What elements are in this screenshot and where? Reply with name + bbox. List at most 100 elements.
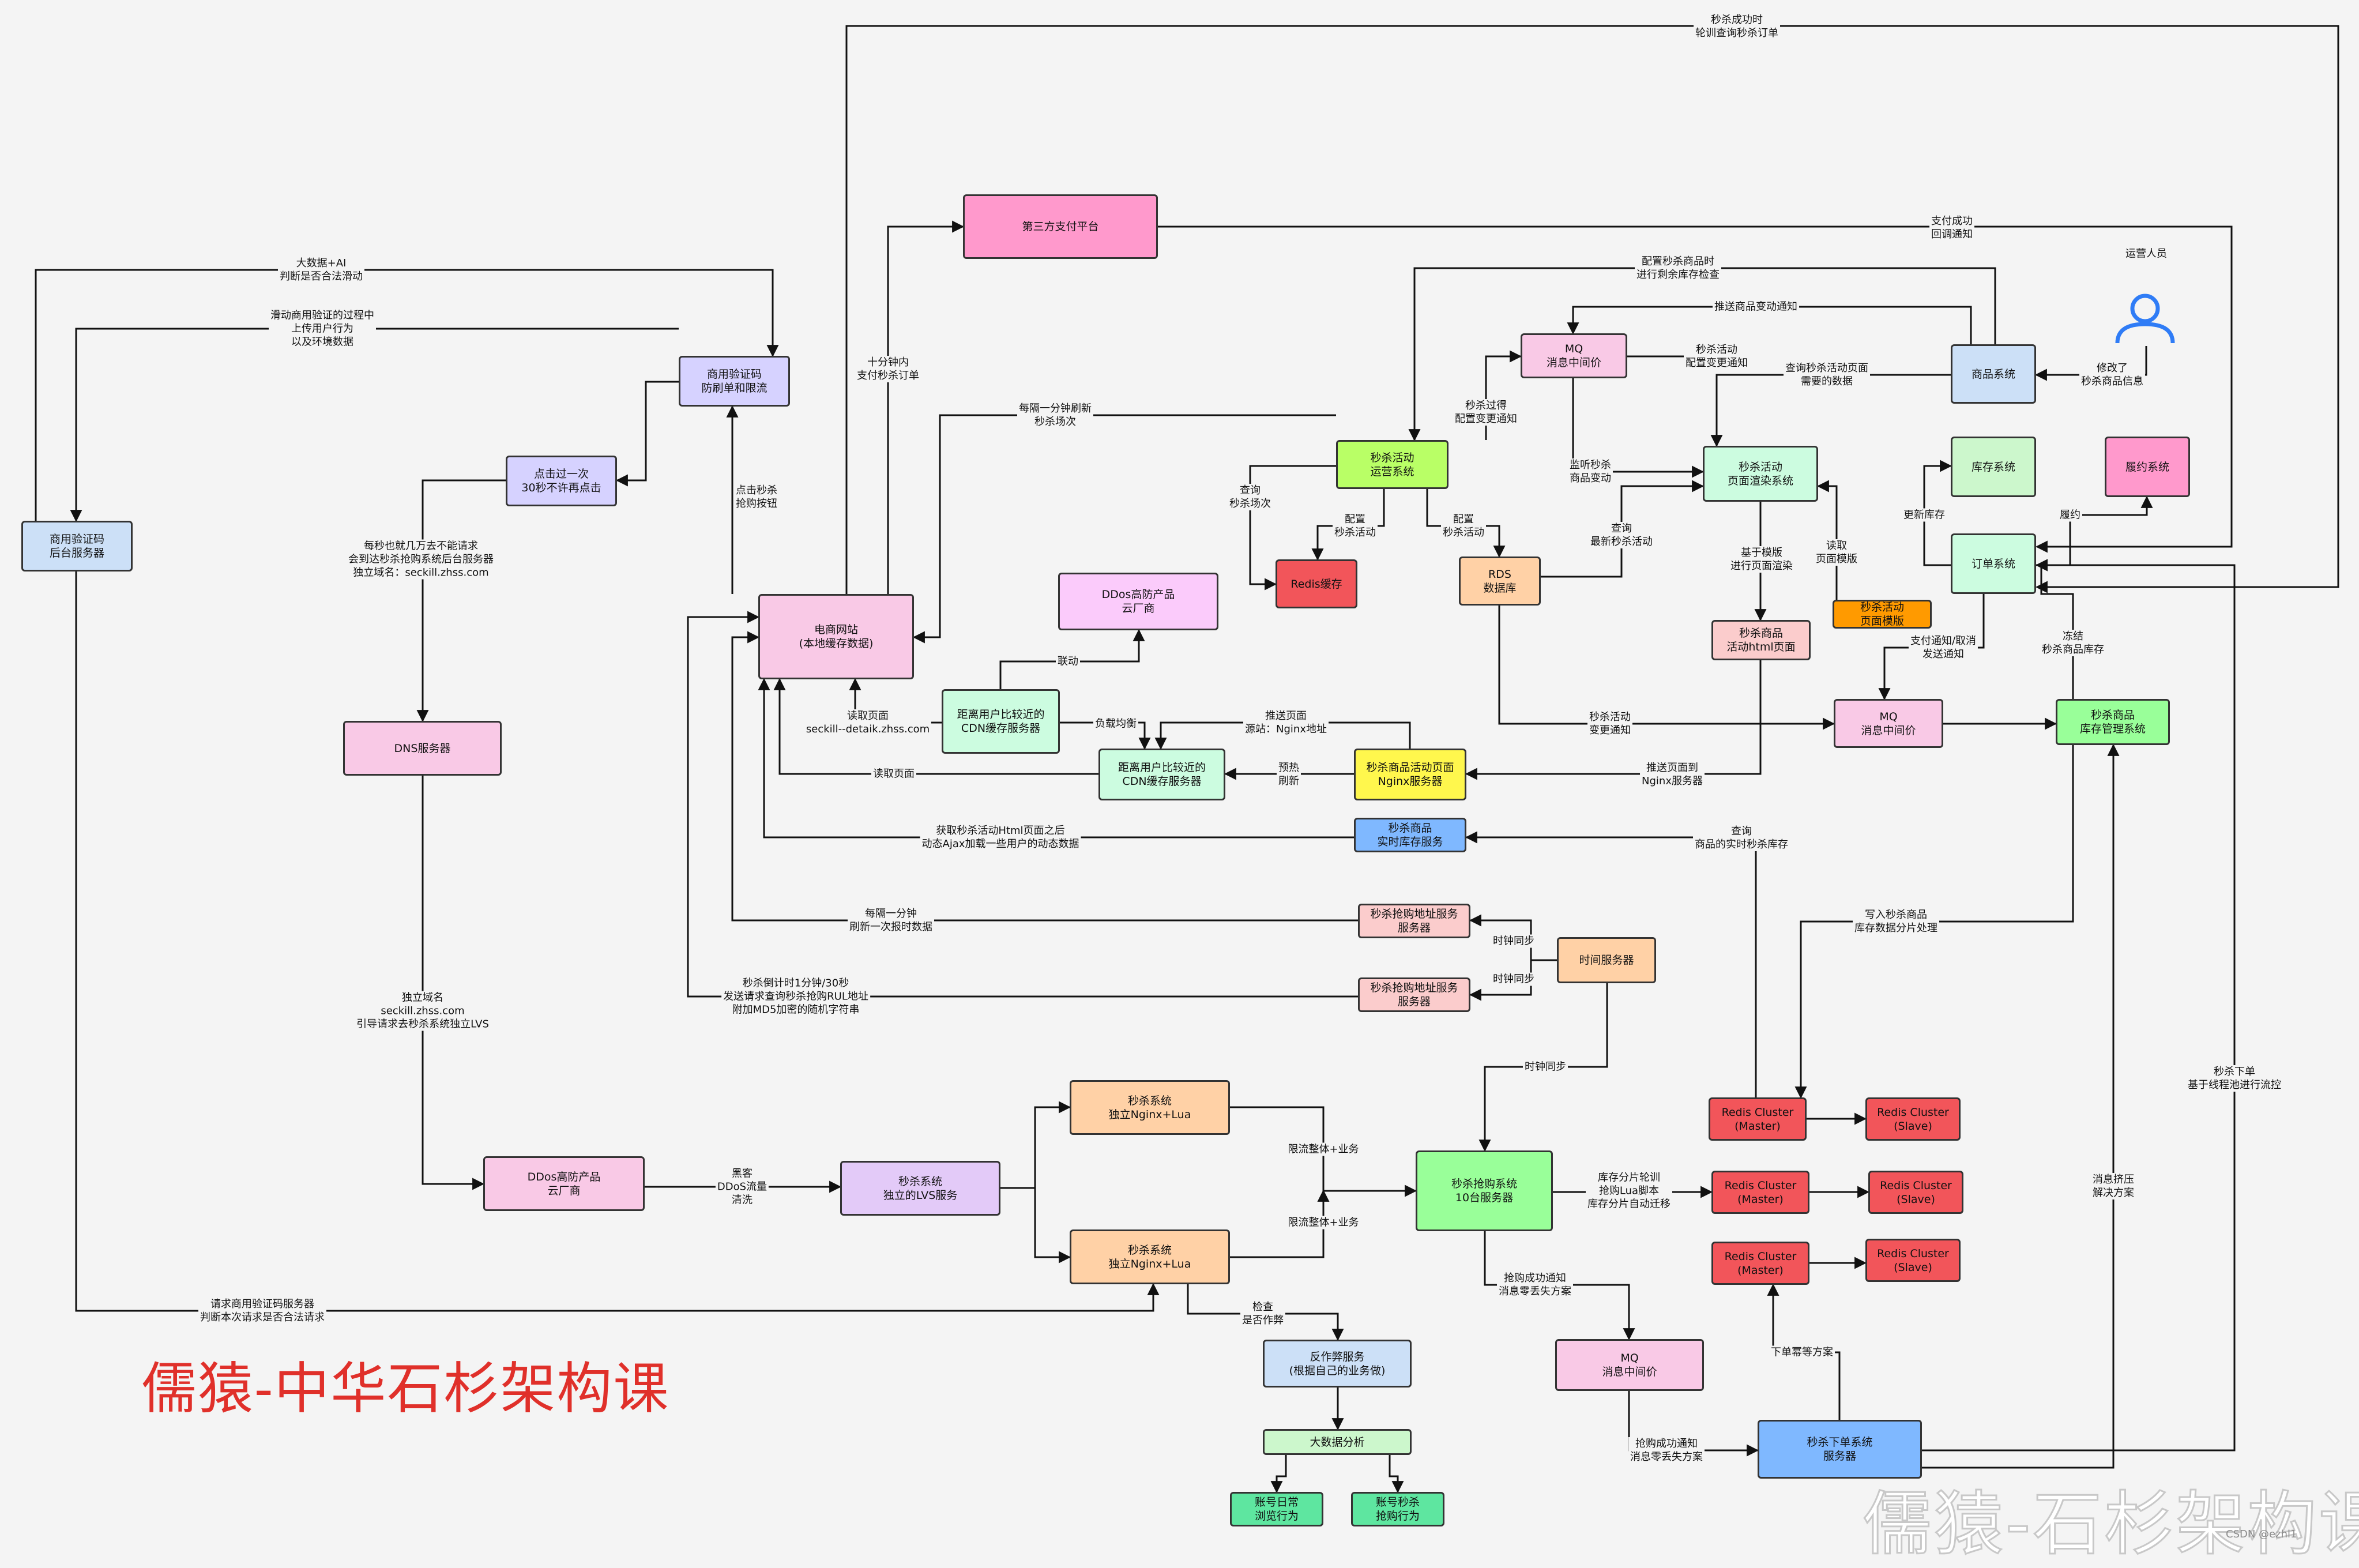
seckill-inventory-mgmt-node[interactable]: 秒杀商品 库存管理系统 [2056, 699, 2170, 745]
edge-label-pay-callback: 支付成功 回调通知 [1929, 215, 1974, 241]
edge-label-expired-change: 秒杀过得 配置变更通知 [1453, 399, 1519, 426]
connector-arrow [731, 631, 1358, 922]
ddos-cloud-bottom-node[interactable]: DDos高防产品 云厂商 [483, 1156, 645, 1211]
edge-label-msg-squeeze: 消息挤压 解决方案 [2091, 1173, 2136, 1199]
edge-label-read-page: 读取页面 [871, 767, 916, 781]
edge-label-every-minute-refresh: 每隔一分钟刷新 秒杀场次 [1017, 402, 1093, 428]
edge-label-refresh-time: 每隔一分钟 刷新一次报时数据 [848, 907, 934, 934]
order-service-node[interactable]: 秒杀下单系统 服务器 [1758, 1420, 1922, 1479]
edge-label-config-activity-1: 配置 秒杀活动 [1333, 513, 1378, 539]
page-render-node[interactable]: 秒杀活动 页面渲染系统 [1703, 446, 1818, 502]
connector-arrow [70, 328, 679, 522]
activity-template-node[interactable]: 秒杀活动 页面模版 [1833, 600, 1932, 629]
time-service-node[interactable]: 时间服务器 [1557, 937, 1656, 983]
seckill-cluster-node[interactable]: 秒杀抢购系统 10台服务器 [1416, 1150, 1553, 1231]
edge-label-load-balance: 负载均衡 [1093, 717, 1138, 731]
connector-arrow [1270, 1455, 1287, 1494]
connector-arrow [615, 381, 679, 487]
connector-arrow [1922, 743, 2120, 1469]
edge-label-huge-requests: 每秒也就几万去不能请求 会到达秒杀抢购系统后台服务器 独立域名：seckill.… [347, 539, 495, 580]
edge-label-ajax-dynamic: 获取秒杀活动Html页面之后 动态Ajax加载一些用户的动态数据 [920, 824, 1081, 851]
redis-master-1-node[interactable]: Redis Cluster (Master) [1709, 1097, 1807, 1141]
edge-label-limit-2: 限流整体+业务 [1286, 1216, 1361, 1229]
course-watermark-grey: 儒猿-石杉架构课 [1861, 1484, 2359, 1566]
edge-label-hacker-ddos: 黑客 DDoS流量 清洗 [715, 1167, 769, 1207]
order-system-node[interactable]: 订单系统 [1951, 533, 2036, 594]
connector-arrow [1485, 350, 1522, 440]
nginx-page-node[interactable]: 秒杀商品活动页面 Nginx服务器 [1354, 749, 1466, 800]
connector-arrow [1034, 1188, 1071, 1264]
redis-master-2-node[interactable]: Redis Cluster (Master) [1711, 1171, 1809, 1214]
edge-label-activity-change: 秒杀活动 配置变更通知 [1684, 343, 1750, 370]
html-page-node[interactable]: 秒杀商品 活动html页面 [1711, 620, 1811, 660]
connector-arrow [35, 269, 779, 521]
connector-arrow [1710, 374, 1951, 448]
connector-arrow [912, 414, 1336, 644]
edge-label-query-stock: 查询 商品的实时秒杀库存 [1693, 825, 1790, 851]
anti-fraud-node[interactable]: 反作弊服务 (根据自己的业务做) [1263, 1340, 1412, 1387]
connector-arrow [2036, 495, 2153, 566]
product-system-node[interactable]: 商品系统 [1951, 344, 2036, 404]
connector-arrow [845, 25, 2339, 594]
account-daily-node[interactable]: 账号日常 浏览行为 [1230, 1492, 1323, 1526]
connector-arrow [2034, 346, 2147, 381]
edge-label-clock-sync-2: 时钟同步 [1491, 972, 1536, 986]
addr-service-2-node[interactable]: 秒杀抢购地址服务 服务器 [1358, 977, 1470, 1012]
connector-arrow [773, 678, 1098, 775]
redis-master-3-node[interactable]: Redis Cluster (Master) [1711, 1242, 1809, 1285]
mq-price-bottom-node[interactable]: MQ 消息中间价 [1555, 1339, 1704, 1391]
edge-label-clock-sync-3: 时钟同步 [1523, 1060, 1568, 1074]
redis-slave-1-node[interactable]: Redis Cluster (Slave) [1865, 1097, 1961, 1141]
addr-service-1-node[interactable]: 秒杀抢购地址服务 服务器 [1358, 904, 1470, 938]
edge-label-fulfill: 履约 [2058, 508, 2082, 522]
lvs-node[interactable]: 秒杀系统 独立的LVS服务 [840, 1161, 1000, 1216]
mq-price-top-node[interactable]: MQ 消息中间价 [1521, 333, 1627, 378]
edge-label-click-button: 点击秒杀 抢购按钮 [734, 484, 779, 510]
dns-server-node[interactable]: DNS服务器 [343, 721, 502, 776]
edge-label-order-success-1: 抢购成功通知 消息零丢失方案 [1497, 1272, 1573, 1298]
click-limit-node[interactable]: 点击过一次 30秒不许再点击 [506, 456, 617, 506]
connector-arrow [1389, 1455, 1404, 1494]
edge-label-order-success-2: 抢购成功通知 消息零丢失方案 [1628, 1437, 1705, 1464]
edge-label-update-stock: 更新库存 [1902, 508, 1947, 522]
edge-label-query-latest: 查询 最新秒杀活动 [1589, 522, 1654, 548]
rds-database-node[interactable]: RDS 数据库 [1459, 556, 1541, 606]
verify-backend-node[interactable]: 商用验证码 后台服务器 [21, 521, 133, 571]
edge-label-stock-shard: 库存分片轮训 抢购Lua脚本 库存分片自动迁移 [1586, 1171, 1672, 1211]
fulfillment-system-node[interactable]: 履约系统 [2105, 437, 2190, 497]
activity-ops-node[interactable]: 秒杀活动 运营系统 [1336, 440, 1448, 489]
account-seckill-node[interactable]: 账号秒杀 抢购行为 [1351, 1492, 1444, 1526]
edge-label-slide-upload: 滑动商用验证的过程中 上传用户行为 以及环境数据 [269, 309, 376, 349]
connector-arrow [1158, 225, 2233, 553]
connector-arrow [416, 479, 506, 723]
captcha-antibot-node[interactable]: 商用验证码 防刷单和限流 [679, 356, 790, 407]
redis-slave-3-node[interactable]: Redis Cluster (Slave) [1865, 1239, 1961, 1282]
connector-arrow [1465, 660, 1762, 780]
connector-arrow [1249, 465, 1336, 591]
edge-label-order-threadpool: 秒杀下单 基于线程池进行流控 [2186, 1065, 2283, 1092]
edge-label-domain-lvs: 独立域名 seckill.zhss.com 引导请求去秒杀系统独立LVS [355, 991, 491, 1031]
mq-price-mid-node[interactable]: MQ 消息中间价 [1834, 699, 1943, 748]
realtime-stock-node[interactable]: 秒杀商品 实时库存服务 [1354, 818, 1466, 852]
cdn-near-2-node[interactable]: 距离用户比较近的 CDN缓存服务器 [1098, 749, 1225, 800]
bigdata-node[interactable]: 大数据分析 [1263, 1429, 1412, 1455]
edge-label-order-idempotent: 下单幂等方案 [1769, 1345, 1835, 1359]
cdn-near-1-node[interactable]: 距离用户比较近的 CDN缓存服务器 [942, 689, 1060, 754]
connector-arrow [687, 611, 1358, 998]
connector-arrow [1498, 606, 1835, 730]
redis-slave-2-node[interactable]: Redis Cluster (Slave) [1868, 1171, 1963, 1214]
csdn-watermark: CSDN @ezhl1 [2226, 1528, 2297, 1540]
edge-label-countdown: 秒杀倒计时1分钟/30秒 发送请求查询秒杀抢购RUL地址 附加MD5加密的随机字… [721, 976, 870, 1017]
edge-label-limit-1: 限流整体+业务 [1286, 1142, 1361, 1156]
ddos-cloud-top-node[interactable]: DDos高防产品 云厂商 [1058, 573, 1218, 630]
nginx-lua-2-node[interactable]: 秒杀系统 独立Nginx+Lua [1070, 1229, 1230, 1284]
redis-cache-node[interactable]: Redis缓存 [1276, 559, 1357, 608]
edge-label-activity-change-2: 秒杀活动 变更通知 [1587, 710, 1632, 737]
third-party-pay-node[interactable]: 第三方支付平台 [963, 194, 1158, 259]
nginx-lua-1-node[interactable]: 秒杀系统 独立Nginx+Lua [1070, 1080, 1230, 1135]
connector-arrow [1230, 1189, 1330, 1258]
inventory-system-node[interactable]: 库存系统 [1951, 437, 2036, 497]
connector-arrow [75, 571, 1160, 1312]
ecommerce-site-node[interactable]: 电商网站 (本地缓存数据) [758, 594, 914, 679]
edge-label-query-page-data: 查询秒杀活动页面 需要的数据 [1784, 362, 1870, 388]
